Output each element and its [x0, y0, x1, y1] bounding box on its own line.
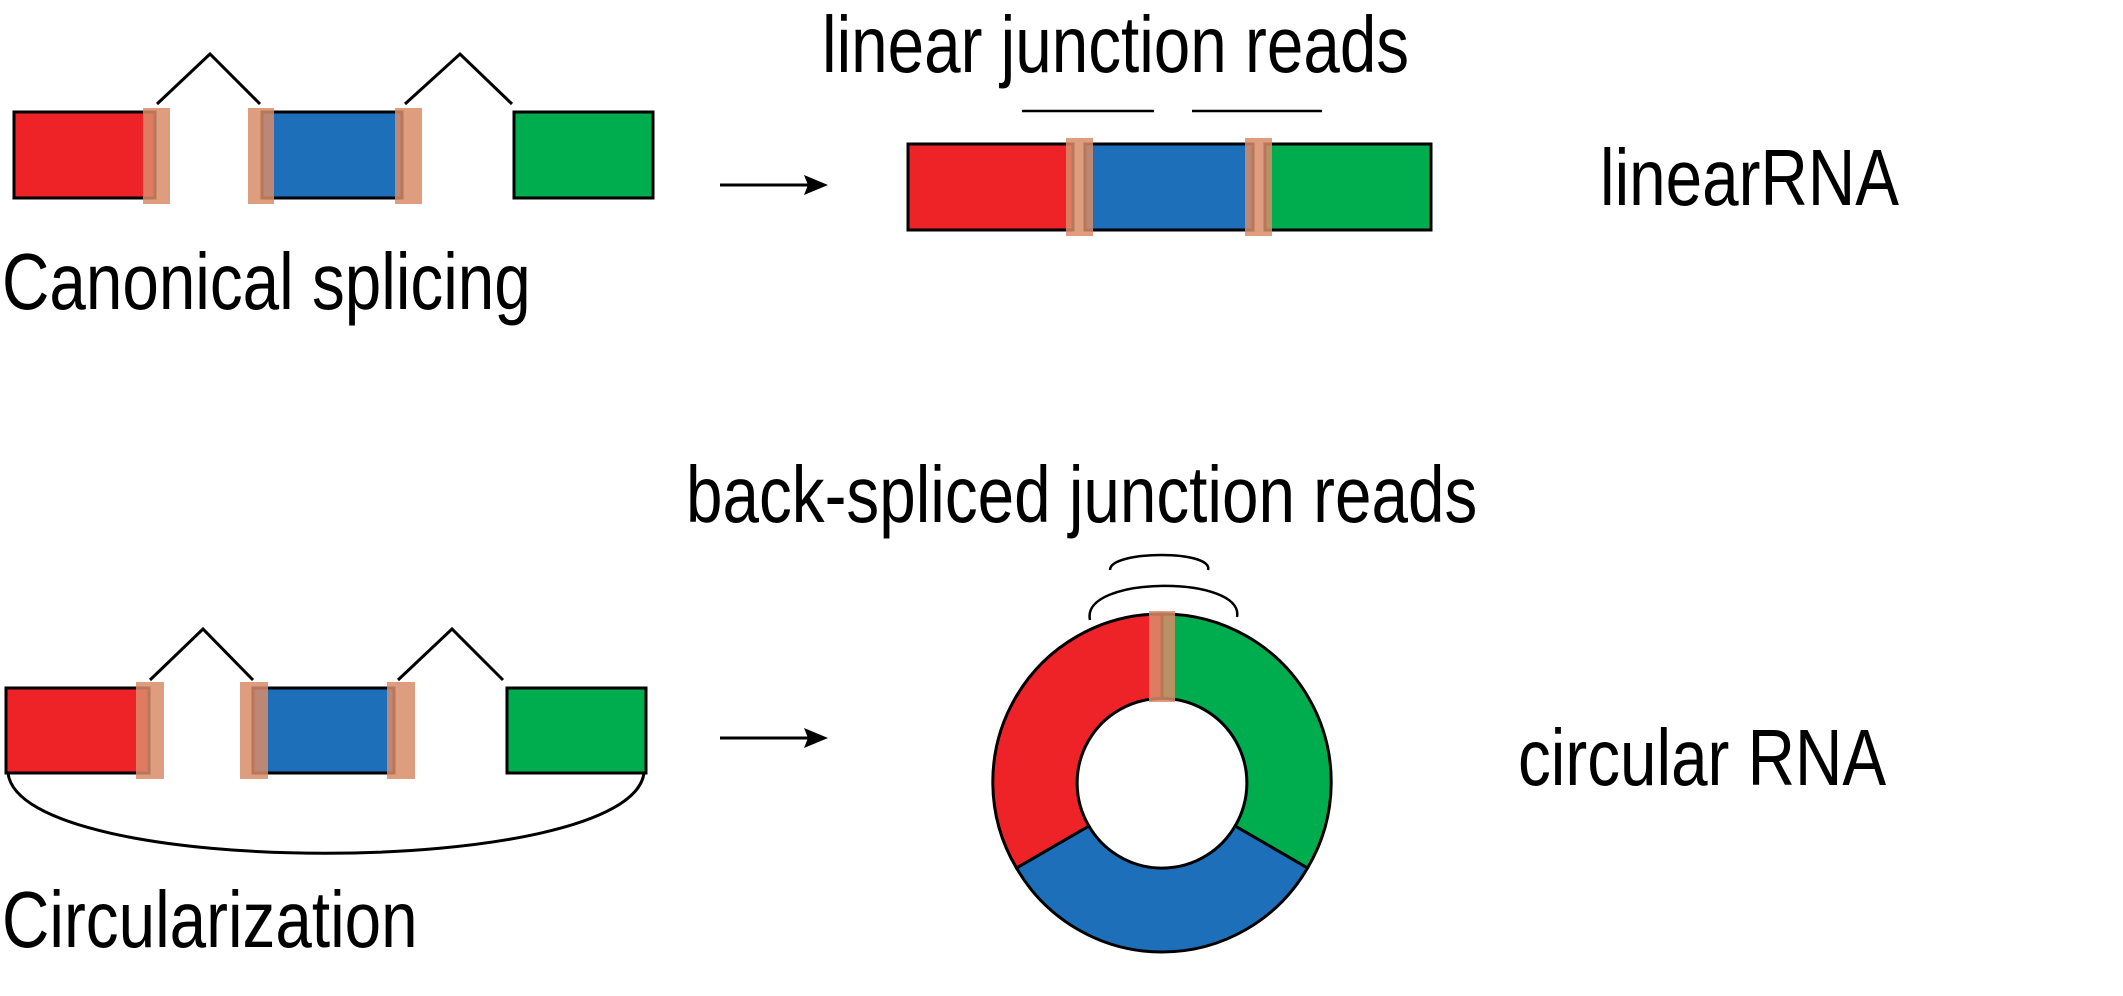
junction-highlight	[1245, 138, 1272, 236]
exon-3-box	[505, 686, 648, 775]
back-splice-arc	[6, 772, 646, 855]
junction-highlight	[1066, 138, 1093, 236]
exon-1-ring-segment	[991, 612, 1164, 871]
exon-1-box	[906, 142, 1075, 232]
splice-line-1	[155, 51, 262, 106]
exon-2-box	[1083, 142, 1255, 232]
circular-rna-label: circular RNA	[1518, 713, 1887, 802]
canonical-splicing-pre-mrna	[12, 51, 655, 204]
junction-read-arc	[1088, 584, 1239, 621]
splice-line-2	[396, 626, 505, 682]
circular-rna-diagram	[991, 553, 1333, 954]
splice-site-highlight	[136, 682, 164, 779]
back-spliced-junction-reads-label: back-spliced junction reads	[686, 450, 1478, 539]
back-splice-junction-highlight	[1149, 611, 1175, 702]
exon-2-ring-segment	[1014, 823, 1310, 954]
exon-1-box	[12, 110, 157, 200]
canonical-splicing-label: Canonical splicing	[2, 237, 531, 326]
linear-junction-reads-label: linear junction reads	[822, 0, 1410, 89]
splice-site-highlight	[395, 108, 422, 204]
arrow-icon	[720, 728, 828, 748]
splice-site-highlight	[248, 108, 274, 204]
exon-3-ring-segment	[1160, 612, 1333, 871]
exon-3-box	[512, 110, 655, 200]
splice-line-1	[148, 626, 255, 682]
arrow-icon	[720, 175, 828, 195]
circularization-label: Circularization	[2, 875, 418, 964]
splice-line-2	[403, 51, 514, 106]
exon-2-box	[260, 110, 404, 200]
splice-site-highlight	[143, 108, 170, 204]
circularization-pre-mrna	[4, 626, 648, 855]
linear-rna-diagram	[906, 109, 1433, 236]
splice-site-highlight	[240, 682, 268, 779]
linear-rna-label: linearRNA	[1600, 133, 1899, 222]
junction-read-arc	[1108, 553, 1210, 571]
exon-1-box	[4, 686, 151, 775]
exon-3-box	[1263, 142, 1433, 232]
splice-site-highlight	[387, 682, 415, 779]
exon-2-box	[251, 686, 396, 775]
